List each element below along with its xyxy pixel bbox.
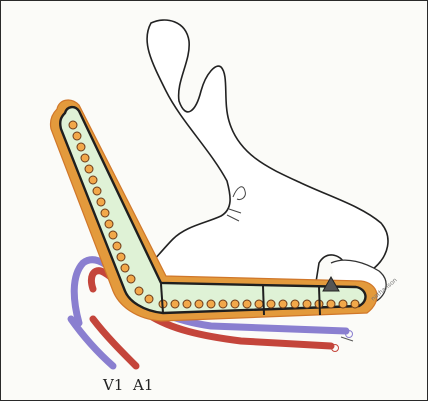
vein-label: V1 [102, 376, 123, 394]
artery-vessel-lower [93, 319, 136, 366]
vein-vessel-lower [71, 319, 113, 366]
artery-label: A1 [132, 376, 153, 394]
flap-horizontal-circles [159, 300, 359, 308]
mandible-outline [131, 20, 388, 301]
